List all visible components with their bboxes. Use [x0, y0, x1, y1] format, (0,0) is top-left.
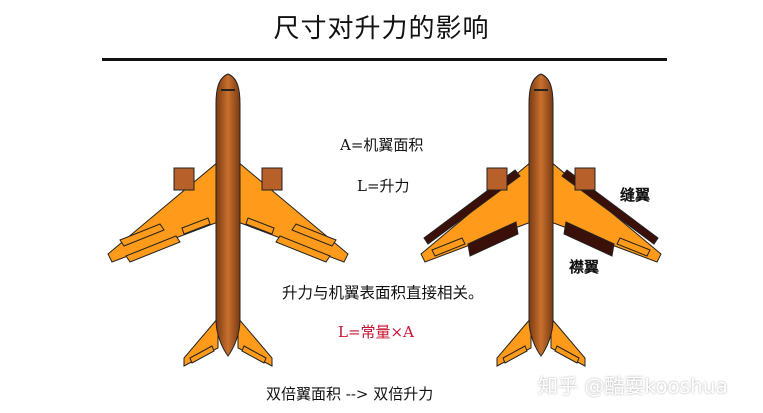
- title-underline: [102, 58, 667, 61]
- right-tail-starboard: [550, 316, 586, 367]
- right-fuselage: [528, 73, 554, 357]
- right-engine-port: [486, 167, 508, 191]
- flap-port: [467, 221, 519, 257]
- left-tail-starboard: [237, 316, 273, 367]
- left-engine-starboard: [261, 167, 283, 191]
- lift-definition-label: L=升力: [357, 177, 410, 195]
- flap-starboard: [563, 221, 615, 257]
- left-fuselage: [215, 73, 241, 357]
- left-engine-port: [173, 167, 195, 191]
- airplane-right-icon: [420, 73, 662, 367]
- right-engine-starboard: [574, 167, 596, 191]
- slat-label: 缝翼: [620, 186, 651, 204]
- right-tail-port: [496, 316, 532, 367]
- flap-label: 襟翼: [569, 258, 600, 276]
- left-tail-port: [183, 316, 219, 367]
- airplane-left-icon: [107, 73, 349, 367]
- relation-statement: 升力与机翼表面积直接相关。: [282, 284, 484, 302]
- lift-formula: L=常量×A: [338, 323, 414, 341]
- area-definition-label: A=机翼面积: [340, 136, 424, 154]
- conclusion-statement: 双倍翼面积 --> 双倍升力: [266, 385, 434, 403]
- page-title: 尺寸对升力的影响: [273, 14, 490, 44]
- watermark-text: 知乎 @酷耍kooshua: [538, 374, 728, 398]
